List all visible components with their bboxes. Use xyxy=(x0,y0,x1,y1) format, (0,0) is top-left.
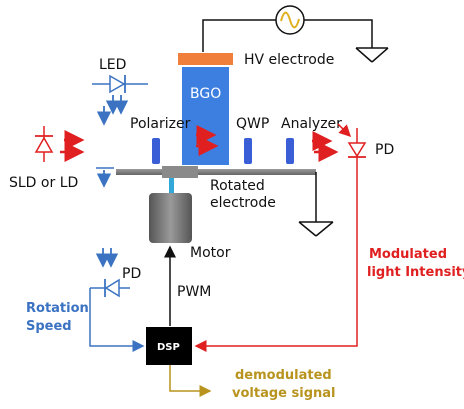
dsp-label: DSP xyxy=(157,342,180,353)
polarizer-label: Polarizer xyxy=(130,116,191,132)
electrode-hub xyxy=(162,166,198,178)
hv-circuit xyxy=(202,5,389,63)
hv-wire-left xyxy=(202,19,276,52)
light-source-icon xyxy=(34,126,54,162)
demodulated-label-2: voltage signal xyxy=(232,386,335,401)
ground-icon xyxy=(355,47,389,63)
rotated-electrode-rod xyxy=(116,169,316,175)
polarizer xyxy=(152,138,160,164)
pd-right-label: PD xyxy=(375,142,394,158)
source-label: SLD or LD xyxy=(9,175,78,191)
rod-ground-icon xyxy=(298,172,334,237)
led-icon xyxy=(92,74,148,115)
bgo-label: BGO xyxy=(190,86,221,102)
demodulated-line xyxy=(169,365,212,397)
analyzer-label: Analyzer xyxy=(281,116,342,132)
led-label: LED xyxy=(99,57,126,73)
rotation-speed-line xyxy=(89,288,145,352)
hv-electrode-label: HV electrode xyxy=(244,52,334,68)
dsp-block xyxy=(146,327,192,365)
pd-left-label: PD xyxy=(122,266,141,282)
modulated-label-1: Modulated xyxy=(369,247,447,262)
motor-label: Motor xyxy=(190,245,231,261)
rotation-speed-label-2: Speed xyxy=(26,319,72,334)
qwp xyxy=(244,138,252,164)
motor-shaft xyxy=(169,178,174,194)
hv-wire-right xyxy=(304,19,373,48)
photodiode-left-icon xyxy=(90,248,130,298)
photodiode-right-icon xyxy=(337,123,367,170)
hv-electrode xyxy=(178,53,233,65)
analyzer xyxy=(286,138,294,164)
pwm-label: PWM xyxy=(177,284,211,300)
qwp-label: QWP xyxy=(236,116,269,132)
rotated-electrode-label-1: Rotated xyxy=(210,178,265,194)
sine-wave-icon xyxy=(280,11,300,29)
modulated-label-2: light Intensity xyxy=(367,265,464,280)
rotation-speed-label-1: Rotation xyxy=(26,301,89,316)
rotated-electrode-label-2: electrode xyxy=(210,195,276,211)
demodulated-label-1: demodulated xyxy=(235,368,332,383)
motor xyxy=(149,193,192,243)
modulated-signal-line xyxy=(194,170,358,352)
